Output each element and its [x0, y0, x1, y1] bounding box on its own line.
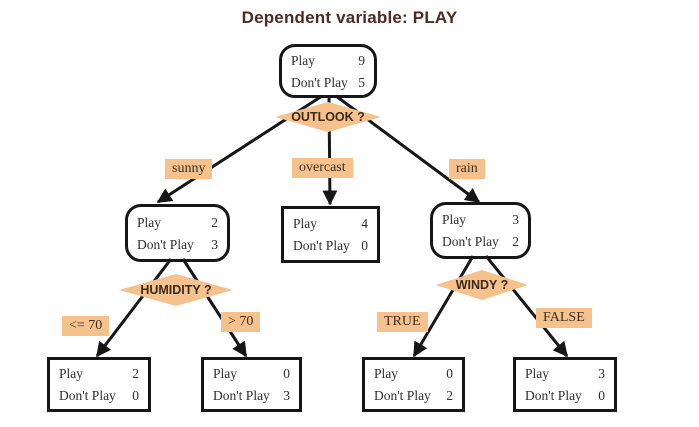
class-label: Play [59, 366, 84, 381]
class-count: 3 [512, 212, 519, 227]
edge-label-overcast: overcast [292, 158, 353, 178]
class-label: Don't Play [293, 238, 350, 253]
page-title: Dependent variable: PLAY [241, 8, 458, 27]
edge-label-windy-true: TRUE [377, 312, 428, 332]
class-count: 2 [446, 388, 453, 403]
node-sunny: Play 2 Don't Play 3 [125, 204, 230, 262]
class-count-row: Don't Play 5 [291, 73, 365, 92]
class-count: 0 [446, 366, 453, 381]
class-count-row: Play 3 [442, 210, 519, 229]
leaf-windy-true: Play 0 Don't Play 2 [362, 357, 465, 412]
leaf-humidity-le70: Play 2 Don't Play 0 [47, 357, 151, 412]
class-count: 0 [283, 366, 290, 381]
class-label: Don't Play [291, 74, 348, 90]
class-label: Don't Play [442, 234, 499, 249]
leaf-humidity-gt70: Play 0 Don't Play 3 [201, 357, 302, 412]
class-count-row: Don't Play 2 [374, 386, 453, 405]
edge-label-sunny: sunny [165, 159, 213, 179]
class-count: 2 [512, 234, 519, 249]
edge-arrow-humidity-low [95, 258, 173, 358]
edge-label-rain: rain [449, 159, 485, 179]
edge-label-humidity-le70: <= 70 [62, 316, 110, 336]
class-label: Play [374, 366, 399, 381]
class-count: 3 [283, 388, 290, 403]
class-count-row: Play 4 [293, 214, 368, 233]
class-count: 2 [211, 214, 218, 230]
class-label: Play [442, 212, 467, 227]
class-label: Play [137, 214, 162, 230]
class-count-row: Don't Play 0 [293, 236, 368, 255]
node-rain: Play 3 Don't Play 2 [430, 202, 531, 259]
leaf-windy-false: Play 3 Don't Play 0 [513, 357, 617, 412]
class-count: 2 [132, 366, 139, 381]
edge-label-humidity-gt70: > 70 [221, 312, 261, 332]
class-count-row: Play 3 [525, 364, 605, 383]
edge-arrow-windy-false [484, 255, 569, 358]
class-count: 3 [211, 236, 218, 252]
class-label: Don't Play [137, 236, 194, 252]
class-count-row: Play 2 [59, 364, 139, 383]
class-label: Don't Play [374, 388, 431, 403]
class-count: 0 [361, 238, 368, 253]
class-label: Play [293, 216, 318, 231]
edge-label-windy-false: FALSE [536, 308, 592, 328]
class-count: 9 [358, 52, 365, 68]
class-count-row: Play 9 [291, 51, 365, 70]
class-count: 3 [598, 366, 605, 381]
class-count-row: Play 2 [137, 213, 218, 232]
class-label: Don't Play [525, 388, 582, 403]
class-label: Don't Play [59, 388, 116, 403]
class-count-row: Don't Play 3 [137, 235, 218, 254]
class-count: 0 [598, 388, 605, 403]
decision-label: OUTLOOK ? [291, 110, 365, 124]
leaf-overcast: Play 4 Don't Play 0 [281, 206, 380, 263]
class-label: Play [525, 366, 550, 381]
class-count: 0 [132, 388, 139, 403]
class-label: Play [213, 366, 238, 381]
class-count-row: Don't Play 3 [213, 386, 290, 405]
class-label: Play [291, 52, 316, 68]
class-count-row: Don't Play 0 [59, 386, 139, 405]
class-count-row: Play 0 [374, 364, 453, 383]
class-count-row: Don't Play 0 [525, 386, 605, 405]
class-count-row: Don't Play 2 [442, 232, 519, 251]
edge-arrow-humidity-high [181, 258, 248, 358]
class-count-row: Play 0 [213, 364, 290, 383]
class-label: Don't Play [213, 388, 270, 403]
class-count: 5 [358, 74, 365, 90]
class-count: 4 [361, 216, 368, 231]
decision-label: HUMIDITY ? [140, 283, 212, 297]
decision-label: WINDY ? [455, 278, 509, 292]
edge-arrow-windy-true [412, 255, 475, 358]
